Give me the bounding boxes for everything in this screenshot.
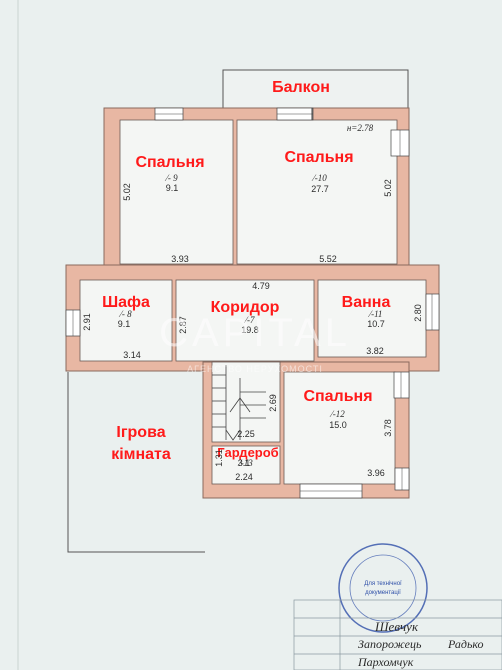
area-id-corridor: ⁄-7	[244, 315, 256, 325]
label-corridor: Коридор	[211, 299, 280, 316]
area-bathroom: 10.7	[367, 319, 385, 329]
dim-269: 2.69	[268, 394, 278, 412]
dim-131: 1.31	[214, 449, 224, 467]
area-id-bedroom-bottom: ⁄-12	[329, 409, 345, 419]
label-bathroom: Ванна	[342, 294, 391, 311]
dim-382: 3.82	[366, 346, 384, 356]
dim-287: 2.87	[178, 316, 188, 334]
area-bedroom-left: 9.1	[166, 183, 179, 193]
signature-2: Запорожець	[358, 637, 422, 651]
area-id-shafa: ⁄- 8	[118, 309, 132, 319]
area-id-bedroom-right: ⁄-10	[311, 173, 327, 183]
official-stamp: Для технічної документації	[338, 543, 428, 633]
dim-479: 4.79	[252, 281, 270, 291]
area-bedroom-bottom: 15.0	[329, 420, 347, 430]
watermark-brand: CAPITAL	[159, 311, 351, 355]
label-playroom-2: кімната	[111, 446, 171, 463]
dim-314: 3.14	[123, 350, 141, 360]
area-id-dressing: ⁄-13	[237, 458, 253, 468]
dim-396: 3.96	[367, 468, 385, 478]
balcony-outline	[222, 69, 409, 109]
label-dressing: Гардероб	[217, 445, 278, 460]
signature-4: Пархомчук	[357, 655, 414, 669]
window-glazing	[72, 113, 433, 492]
staircase	[212, 365, 266, 441]
label-bedroom-bottom: Спальня	[303, 388, 372, 405]
dim-225: 2.25	[237, 429, 255, 439]
watermark-subtitle: АГЕНСТВО НЕРУХОМОСТІ	[187, 364, 323, 374]
area-dressing: 3.1	[238, 458, 251, 468]
label-bedroom-left: Спальня	[135, 154, 204, 171]
dim-393: 3.93	[171, 254, 189, 264]
dim-378: 3.78	[383, 419, 393, 437]
room-interiors	[79, 119, 427, 485]
area-id-bathroom: ⁄-11	[368, 309, 383, 319]
dim-502-left: 5.02	[122, 183, 132, 201]
svg-text:документації: документації	[365, 590, 401, 596]
playroom-outline	[67, 372, 205, 553]
windows	[65, 107, 440, 499]
room-bedroom-right	[236, 119, 398, 265]
label-shafa: Шафа	[102, 294, 150, 311]
label-playroom-1: Ігрова	[116, 424, 165, 441]
signature-3: Радько	[447, 637, 484, 651]
room-corridor	[175, 279, 315, 362]
area-corridor: 19.8	[241, 325, 259, 335]
signature-1: Шевчук	[374, 619, 419, 634]
label-bedroom-right: Спальня	[284, 149, 353, 166]
room-bedroom-left	[119, 119, 234, 265]
area-id-bedroom-left: ⁄- 9	[164, 173, 178, 183]
area-shafa: 9.1	[118, 319, 131, 329]
handwritten-height-note: н=2.78	[347, 123, 374, 133]
room-shafa	[79, 279, 173, 362]
dim-502-right: 5.02	[383, 179, 393, 197]
dim-280: 2.80	[413, 304, 423, 322]
area-bedroom-right: 27.7	[311, 184, 329, 194]
dim-291: 2.91	[82, 313, 92, 331]
room-dressing	[211, 445, 281, 485]
dim-552: 5.52	[319, 254, 337, 264]
room-bedroom-bottom	[283, 371, 396, 485]
dim-224: 2.24	[235, 472, 253, 482]
label-balcony: Балкон	[272, 79, 330, 96]
signature-table	[293, 599, 502, 670]
room-bathroom	[317, 279, 427, 358]
svg-text:Для технічної: Для технічної	[364, 581, 402, 587]
